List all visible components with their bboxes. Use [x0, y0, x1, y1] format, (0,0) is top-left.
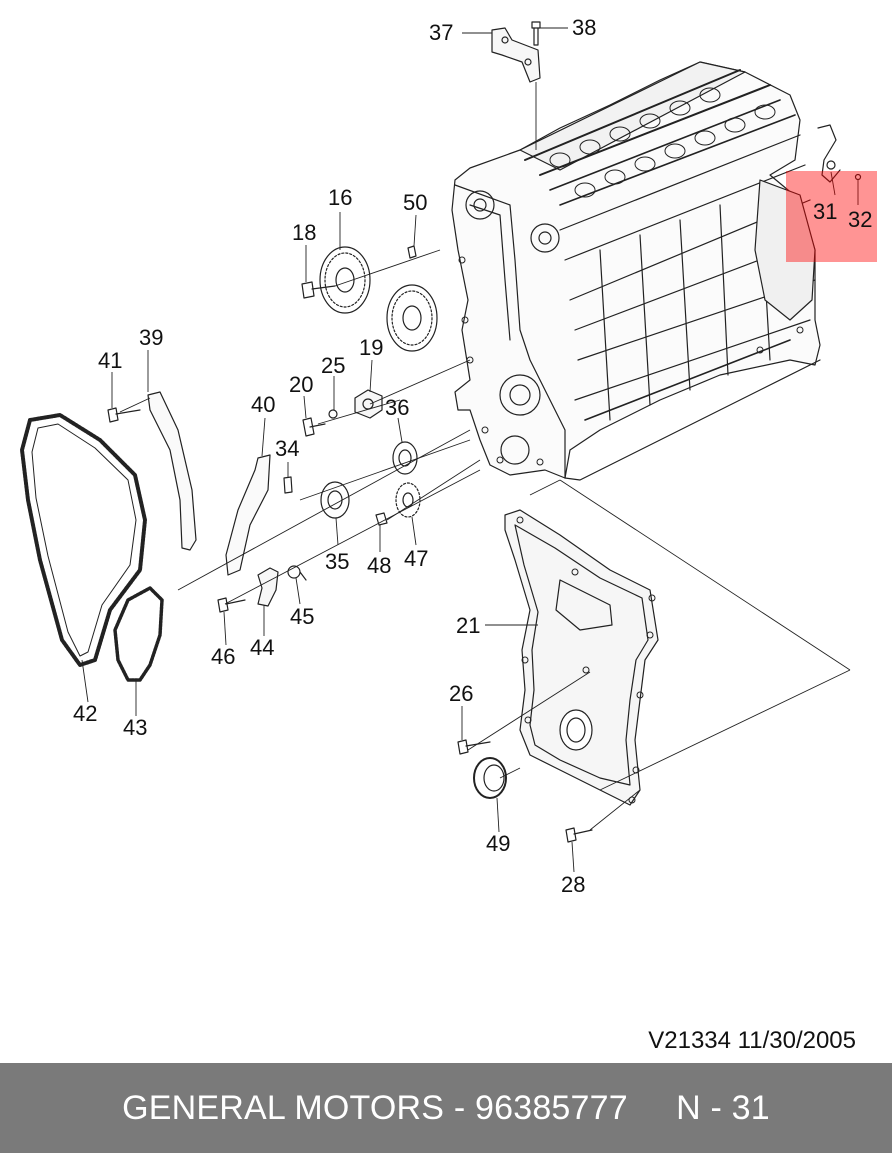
- callout-47: 47: [404, 546, 429, 571]
- cam-sprocket-16-b: [386, 284, 438, 352]
- callout-40: 40: [251, 392, 276, 417]
- chain-guide-40: [225, 454, 271, 576]
- callout-20: 20: [289, 372, 314, 397]
- callout-19: 19: [359, 335, 384, 360]
- tensioner-19: [354, 389, 383, 419]
- callout-38: 38: [572, 15, 597, 40]
- callout-21: 21: [456, 613, 481, 638]
- callout-36: 36: [385, 395, 410, 420]
- callout-39: 39: [139, 325, 164, 350]
- callout-34: 34: [275, 436, 300, 461]
- callout-35: 35: [325, 549, 350, 574]
- callout-37: 37: [429, 20, 454, 45]
- spring-45: [287, 565, 307, 581]
- footer-part-number: GENERAL MOTORS - 96385777 N - 31: [122, 1088, 770, 1127]
- callout-46: 46: [211, 644, 236, 669]
- leader-lines: [81, 27, 859, 873]
- dowel-50: [407, 245, 417, 259]
- drawing-id-and-date: V21334 11/30/2005: [648, 1027, 856, 1054]
- engine-block: [451, 61, 862, 481]
- seal-49: [473, 757, 507, 799]
- timing-chain-43: [113, 586, 164, 682]
- tensioner-arm-44: [257, 567, 279, 607]
- bolt-28: [565, 827, 593, 843]
- callout-31: 31: [813, 199, 838, 224]
- nut-48: [375, 512, 388, 526]
- callout-49: 49: [486, 831, 511, 856]
- bolt-26: [457, 739, 491, 755]
- timing-chain-42: [20, 413, 147, 667]
- front-cover-21: [504, 509, 659, 806]
- sprocket-47: [395, 482, 421, 518]
- callout-43: 43: [123, 715, 148, 740]
- bolt-46: [217, 597, 246, 613]
- callout-28: 28: [561, 872, 586, 897]
- callout-42: 42: [73, 701, 98, 726]
- bolt-18: [301, 281, 336, 299]
- bolt-20: [302, 417, 326, 437]
- callout-32: 32: [848, 207, 873, 232]
- callout-25: 25: [321, 353, 346, 378]
- callout-26: 26: [449, 681, 474, 706]
- bracket-37: [491, 27, 541, 83]
- chain-guide-39: [147, 391, 197, 551]
- callout-18: 18: [292, 220, 317, 245]
- cam-sprocket-16-a: [319, 246, 371, 314]
- bolt-41: [107, 407, 141, 423]
- sprocket-36: [392, 441, 418, 475]
- highlight-box: [786, 171, 877, 262]
- callout-50: 50: [403, 190, 428, 215]
- exploded-view-drawing: [20, 21, 862, 873]
- callout-45: 45: [290, 604, 315, 629]
- callout-41: 41: [98, 348, 123, 373]
- callout-44: 44: [250, 635, 275, 660]
- footer-bar: GENERAL MOTORS - 96385777 N - 31: [0, 1063, 892, 1153]
- callout-16: 16: [328, 185, 353, 210]
- pin-34: [283, 476, 293, 494]
- washer-25: [328, 409, 338, 419]
- bolt-38: [531, 21, 541, 46]
- callout-48: 48: [367, 553, 392, 578]
